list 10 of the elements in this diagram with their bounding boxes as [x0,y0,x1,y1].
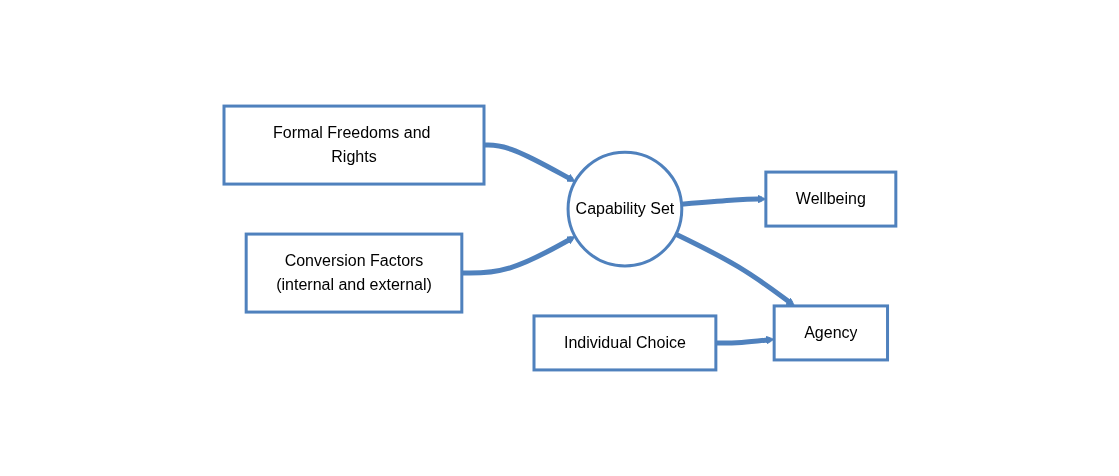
node-box: Agency [772,304,889,362]
node-box: Individual Choice [532,314,717,372]
node-box: Conversion Factors (internal and external) [244,232,463,314]
node-circle: Capability Set [566,150,683,268]
arrow [680,194,766,207]
arrow [461,236,576,276]
arrow [674,231,795,307]
node-box: Formal Freedoms and Rights [222,104,486,186]
arrow [483,142,576,182]
node-box: Wellbeing [763,170,897,228]
